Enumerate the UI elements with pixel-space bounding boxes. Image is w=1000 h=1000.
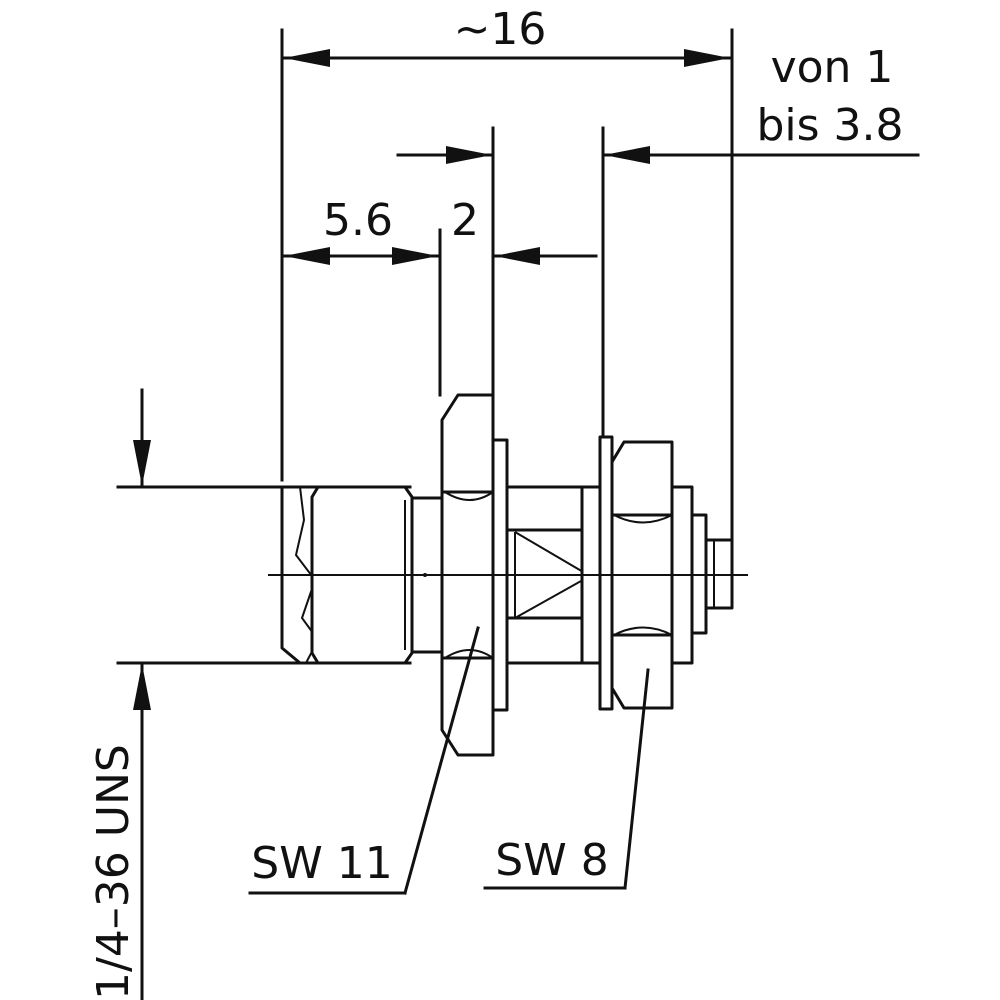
dim-range-line1: von 1: [771, 42, 894, 93]
dim-length-b-label: 2: [451, 195, 479, 246]
center-mark: [423, 573, 427, 577]
leader-sw8: [483, 668, 650, 890]
dimension-5-6-and-2: [283, 247, 598, 265]
extension-lines: [116, 28, 734, 665]
dimension-overall-length: [283, 49, 731, 67]
dimension-panel-thickness: [396, 146, 920, 164]
dim-thread-label: 1/4–36 UNS: [88, 744, 139, 1000]
dim-range-line2: bis 3.8: [756, 100, 903, 151]
leader-sw11: [248, 626, 480, 895]
dim-overall-length-label: ~16: [454, 4, 547, 55]
lock-washer: [598, 435, 614, 711]
dimension-thread-diameter: [133, 388, 151, 1000]
label-sw8: SW 8: [495, 835, 608, 886]
dim-length-a-label: 5.6: [323, 195, 393, 246]
label-sw11: SW 11: [251, 838, 392, 889]
